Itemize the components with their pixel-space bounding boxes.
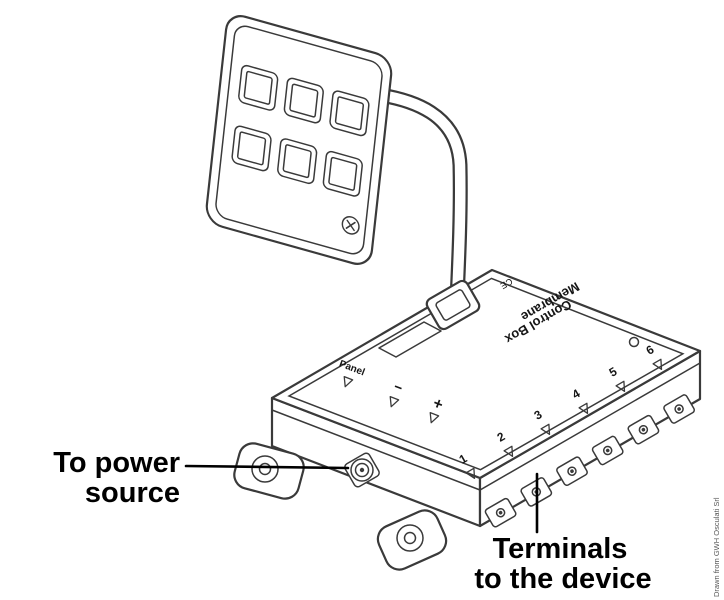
terminal-screw <box>495 507 506 518</box>
power-terminal-center <box>359 467 365 473</box>
terminal-arrow-icon <box>540 423 551 435</box>
membrane-keypad-panel <box>205 15 393 265</box>
terminal-arrow-icon <box>503 445 514 457</box>
power-pointer-line <box>184 464 350 470</box>
mounting-tab-left <box>233 442 305 500</box>
terminal-block-4 <box>591 435 624 466</box>
keypad-logo-emblem <box>341 215 360 235</box>
mounting-tab-bottom-hole-inner <box>403 531 417 545</box>
keypad-key-3 <box>329 90 370 137</box>
terminal-screw-center <box>641 427 646 432</box>
connector-housing <box>425 279 481 331</box>
mounting-tab-bottom-plate <box>376 509 448 571</box>
box-top-face <box>270 268 702 480</box>
terminal-arrow-icon <box>652 358 663 370</box>
mounting-tab-left-plate <box>233 442 305 500</box>
terminal-screw <box>567 466 577 476</box>
cable-connector <box>425 279 481 331</box>
terminal-screw <box>674 404 684 414</box>
mounting-tab-bottom <box>376 509 448 571</box>
indicator-hole <box>628 336 640 348</box>
mounting-tab-bottom-hole-outer <box>396 524 424 552</box>
terminal-screw <box>602 445 613 456</box>
minus-arrow-icon <box>389 396 400 408</box>
mounting-tab-left-hole-inner <box>258 462 272 476</box>
terminal-screw-center <box>605 448 610 453</box>
keypad-key-6 <box>322 150 363 197</box>
terminal-block-3 <box>556 456 588 487</box>
annotation-terminals: Terminals to the device <box>474 472 652 595</box>
power-terminal-washer <box>350 458 374 482</box>
terminal-arrow-icon <box>465 467 476 479</box>
watermark-credit: Drawn from GWH Osculati Srl <box>712 497 721 597</box>
panel-cable <box>344 84 468 308</box>
keypad-key-1 <box>238 64 279 111</box>
terminals-label-line1: Terminals <box>493 533 628 565</box>
panel-socket <box>378 321 442 358</box>
power-terminal-head <box>354 462 370 478</box>
plus-arrow-icon <box>429 412 440 424</box>
terminal-screw <box>638 424 649 435</box>
power-label-line1: To power <box>53 447 180 479</box>
terminal-screw-center <box>498 510 503 515</box>
terminal-block-1 <box>484 497 517 528</box>
terminal-block-6 <box>663 394 696 424</box>
keypad-key-4 <box>231 125 272 172</box>
box-side-seam <box>271 362 701 491</box>
control-box: Membrane Control Box CE Panel − + 1 2 <box>233 268 702 571</box>
panel-port-arrow-icon <box>343 376 354 388</box>
terminal-strip <box>484 394 696 528</box>
box-lid-seam <box>287 277 685 471</box>
keypad-key-5 <box>277 138 318 185</box>
terminal-screw-center <box>570 469 574 474</box>
terminal-block-5 <box>627 414 660 445</box>
power-label-line2: source <box>85 477 180 509</box>
keypad-keys <box>231 64 370 197</box>
terminals-label-line2: to the device <box>474 563 651 595</box>
power-terminal-screw <box>344 452 380 488</box>
keypad-inner-frame <box>215 25 383 255</box>
terminal-arrow-icon <box>615 380 626 392</box>
cable-core <box>346 86 466 306</box>
terminal-arrow-icon <box>578 402 589 414</box>
terminal-screw-center <box>677 407 681 411</box>
connector-inner <box>435 289 471 321</box>
annotation-power: To power source <box>53 447 350 509</box>
keypad-key-2 <box>283 77 324 124</box>
mounting-tab-left-hole-outer <box>251 455 279 483</box>
